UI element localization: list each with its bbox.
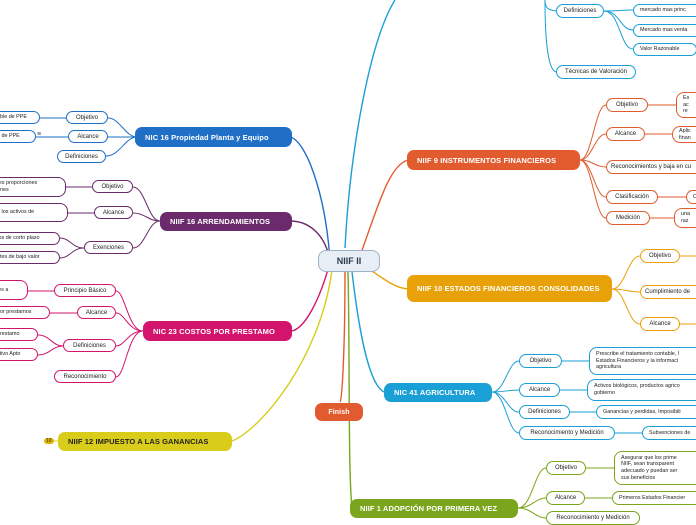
niif16-alcance-leaf[interactable]: a los activos de <box>0 203 68 222</box>
niif10-alcance[interactable]: Alcance <box>640 317 680 331</box>
niif9-alcance[interactable]: Alcance <box>606 127 645 141</box>
notes-icon: ≡ <box>37 131 42 138</box>
nic41-alcance[interactable]: Alcance <box>519 383 560 397</box>
niif16-exenciones[interactable]: Exenciones <box>84 241 133 254</box>
niif9-clasificacion[interactable]: Clasificación <box>606 190 658 204</box>
nic41-objetivo-leaf[interactable]: Prescribe el tratamiento contable, l Est… <box>589 347 696 375</box>
niif10-objetivo[interactable]: Objetivo <box>640 249 680 263</box>
connector-nic16 <box>289 136 331 261</box>
nic23-principio-leaf[interactable]: les a <box>0 280 28 300</box>
nic16-objetivo[interactable]: Objetivo <box>66 111 108 124</box>
niif16-objetivo[interactable]: Objetivo <box>92 180 133 193</box>
connector-nic41 <box>351 271 385 393</box>
niif9-medicion[interactable]: Medición <box>606 211 650 225</box>
niif16-exencion-corto-plazo[interactable]: tos de corto plazo <box>0 232 60 245</box>
niif16-exencion-bajo-valor[interactable]: ntes de bajo valor <box>0 251 60 264</box>
connector-niif9 <box>359 159 409 257</box>
nic23-principio-basico[interactable]: Principio Básico <box>54 284 116 297</box>
nic41-objetivo[interactable]: Objetivo <box>519 354 562 368</box>
finish-node[interactable]: Finish <box>315 403 363 421</box>
top-mercado-ventajoso[interactable]: Mercado mas venta <box>633 24 696 37</box>
branch-niif12[interactable]: NIIF 12 IMPUESTO A LAS GANANCIAS <box>58 432 232 451</box>
niif16-objetivo-leaf[interactable]: res proporciones ones <box>0 177 66 197</box>
connector-finish <box>339 271 346 403</box>
connector-niif1 <box>347 271 353 509</box>
nic16-objetivo-leaf[interactable]: able de PPE <box>0 111 40 124</box>
branch-nic16[interactable]: NIC 16 Propiedad Planta y Equipo <box>135 127 292 147</box>
top-mercado-principal[interactable]: mercado mas princ <box>633 4 696 17</box>
niif9-medicion-leaf[interactable]: una raz <box>674 208 696 228</box>
branch-nic41[interactable]: NIC 41 AGRICULTURA <box>384 383 492 402</box>
branch-niif10[interactable]: NIIF 10 ESTADOS FINANCIEROS CONSOLIDADES <box>407 275 612 302</box>
branch-nic23[interactable]: NIC 23 COSTOS POR PRESTAMO <box>143 321 292 341</box>
nic16-definiciones[interactable]: Definiciones <box>57 150 106 163</box>
niif12-count-badge: 10 <box>44 438 54 444</box>
nic23-def-prestamo[interactable]: prestamo <box>0 328 38 341</box>
branch-niif1[interactable]: NIIF 1 ADOPCIÓN POR PRIMERA VEZ <box>350 499 518 518</box>
top-definiciones[interactable]: Definiciones <box>556 4 604 18</box>
connector-niif12 <box>231 269 333 442</box>
niif9-objetivo-leaf[interactable]: Es ac re <box>676 92 696 118</box>
nic41-reconocimiento-medicion[interactable]: Reconocimiento y Medición <box>519 426 615 440</box>
nic41-definiciones[interactable]: Definiciones <box>519 405 570 419</box>
nic23-def-activo-apto[interactable]: ctivo Apto <box>0 348 38 361</box>
nic23-definiciones[interactable]: Definiciones <box>63 339 116 352</box>
niif9-clasificacion-leaf[interactable]: C <box>686 190 696 204</box>
top-valor-razonable[interactable]: Valor Razonable <box>633 43 696 56</box>
nic23-reconocimiento[interactable]: Reconocimiento <box>54 370 116 383</box>
niif1-alcance-leaf[interactable]: Primeros Estados Financier <box>612 491 696 505</box>
nic41-definiciones-leaf[interactable]: Ganancias y perdidas, Imposibili <box>596 405 696 419</box>
niif1-reconocimiento-medicion[interactable]: Reconocimiento y Medición <box>546 511 640 525</box>
niif1-objetivo[interactable]: Objetivo <box>546 461 586 475</box>
nic23-alcance[interactable]: Alcance <box>77 306 116 319</box>
top-tecnicas-valoracion[interactable]: Técnicas de Valoración <box>556 65 636 79</box>
branch-niif9[interactable]: NIIF 9 INSTRUMENTOS FINANCIEROS <box>407 150 580 170</box>
connector-nic23 <box>291 261 331 332</box>
niif9-objetivo[interactable]: Objetivo <box>606 98 648 112</box>
niif16-alcance[interactable]: Alcance <box>94 206 133 219</box>
niif1-objetivo-leaf[interactable]: Asegurar que los prime NIIF, sean transp… <box>614 451 696 485</box>
nic16-alcance[interactable]: Alcance <box>68 130 108 143</box>
nic16-alcance-leaf[interactable]: n de PPE <box>0 130 36 143</box>
nic23-alcance-leaf[interactable]: por prestamos <box>0 306 50 319</box>
nic41-alcance-leaf[interactable]: Activos biológicos, productos agrico gob… <box>587 379 696 401</box>
niif1-alcance[interactable]: Alcance <box>546 491 585 505</box>
nic41-reconocimiento-leaf[interactable]: Subvenciones de <box>642 426 696 440</box>
niif9-reconocimiento-baja[interactable]: Reconocimientos y baja en cu <box>606 160 696 174</box>
niif9-alcance-leaf[interactable]: Aplic finan <box>672 126 696 143</box>
niif10-cumplimiento[interactable]: Cumplimiento de <box>640 285 696 299</box>
branch-niif16[interactable]: NIIF 16 ARRENDAMIENTOS <box>160 212 292 231</box>
connector-top <box>344 0 396 249</box>
central-topic[interactable]: NIIF II <box>318 250 380 272</box>
